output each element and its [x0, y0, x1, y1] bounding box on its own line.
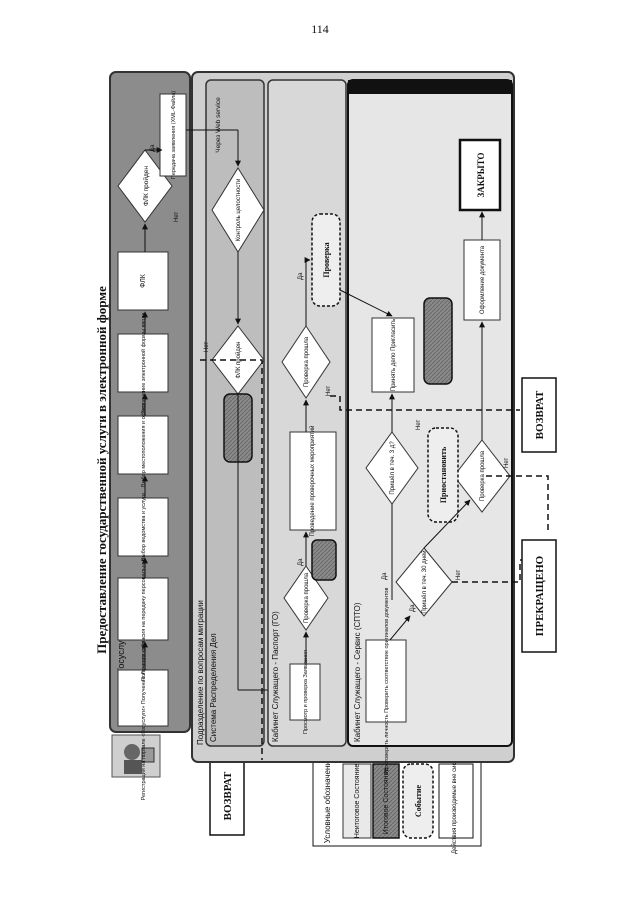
terminated: ПРЕКРАЩЕНО	[521, 539, 557, 653]
legend-external: Действия производимые вне системы	[451, 748, 458, 854]
came3-yes-label: Да	[382, 572, 388, 580]
step-consent: Получение согласия на передачу персональ…	[141, 537, 147, 681]
decision-came-3: Пришёл в теч. 3 д?	[390, 441, 396, 495]
step-registration: Регистрация на портале «Госуслуги» Получ…	[141, 596, 147, 801]
check2-no-label: Нет	[326, 386, 332, 396]
flk2-no-label: Нет	[204, 342, 210, 352]
step-issue-document: Оформление документа	[480, 245, 486, 314]
step-checks: Проведение проверочных мероприятий	[309, 426, 316, 537]
legend-final: Итоговое Состояние	[383, 768, 390, 835]
return-right-label: ВОЗВРАТ	[534, 390, 546, 439]
step-accept-case: Принять дело Пригласить	[391, 319, 397, 391]
return-left: ВОЗВРАТ	[209, 756, 245, 836]
decision-check-2: Проверка прошла	[304, 336, 310, 387]
decision-check-1: Проверка прошла	[304, 572, 310, 623]
decision-integrity: Контроль целостности	[236, 179, 242, 242]
lane-cabinet-spto-label: Кабинет Служащего - Сервис (СПТО)	[353, 602, 362, 742]
check3-no-label: Нет	[504, 458, 510, 468]
step-choose-dept: Выбор ведомства и услуги	[141, 493, 147, 561]
lane-cabinet-passport-label: Кабинет Служащего - Паспорт (ГО)	[271, 611, 280, 742]
decision-check-3: Проверка прошла	[480, 450, 486, 501]
decision-flk-passed: ФЛК пройден	[142, 166, 150, 206]
step-flk: ФЛК	[140, 273, 147, 288]
decision-flk-passed-2: ФЛК пройден	[235, 342, 242, 379]
legend: Условные обозначения Неитоговое Состояни…	[312, 748, 482, 854]
lane-portal: Портал Госуслуг Регистрация на портале «…	[109, 71, 191, 801]
diagram-title: Предоставление государственной услуги в …	[94, 286, 109, 654]
came3-no-label: Нет	[416, 420, 422, 430]
legend-event: Событие	[414, 785, 423, 818]
lane-cabinet-passport: Кабинет Служащего - Паспорт (ГО) Просмот…	[267, 79, 347, 747]
lane-distribution-label: Система Распределения Дел	[209, 633, 218, 742]
step-choose-location: Выбор местоположения и офиса	[141, 402, 147, 487]
step-send-application: Передача заявления (XML-Файла)	[170, 91, 177, 179]
legend-title: Условные обозначения	[323, 757, 332, 843]
lane-cabinet-spto: Кабинет Служащего - Сервис (СПТО) Удосто…	[339, 79, 513, 775]
return-right: ВОЗВРАТ	[521, 377, 557, 453]
came30-no-label: Нет	[456, 570, 462, 580]
user-icon	[111, 734, 161, 778]
event-check: Проверка	[322, 242, 331, 277]
step-view-application: Просмотр и проверка Заявления	[303, 650, 309, 734]
terminated-label: ПРЕКРАЩЕНО	[534, 555, 546, 636]
check2-yes-label: Да	[298, 272, 304, 280]
check1-yes-label: Да	[298, 558, 304, 566]
lane-mvd-label: Подразделение по вопросам миграции	[196, 600, 205, 745]
final-closed: ЗАКРЫТО	[476, 153, 486, 198]
page-number: 114	[311, 22, 329, 36]
decision-came-30: Пришёл в теч. 30 дней	[421, 550, 428, 613]
flk-no-label: Нет	[174, 212, 180, 222]
legend-intermediate: Неитоговое Состояние	[354, 764, 361, 839]
step-verify-identity: Удостоверить личность Проверить соответс…	[384, 588, 390, 775]
return-left-label: ВОЗВРАТ	[222, 771, 234, 820]
flk-yes-label: Да	[150, 144, 156, 152]
step-fill-form: Заполнение электронной формы ввода	[140, 312, 147, 414]
web-service-label: Через Web service	[215, 97, 222, 153]
event-suspend: Приостановить	[439, 446, 448, 503]
came30-yes-label: Да	[410, 604, 416, 612]
